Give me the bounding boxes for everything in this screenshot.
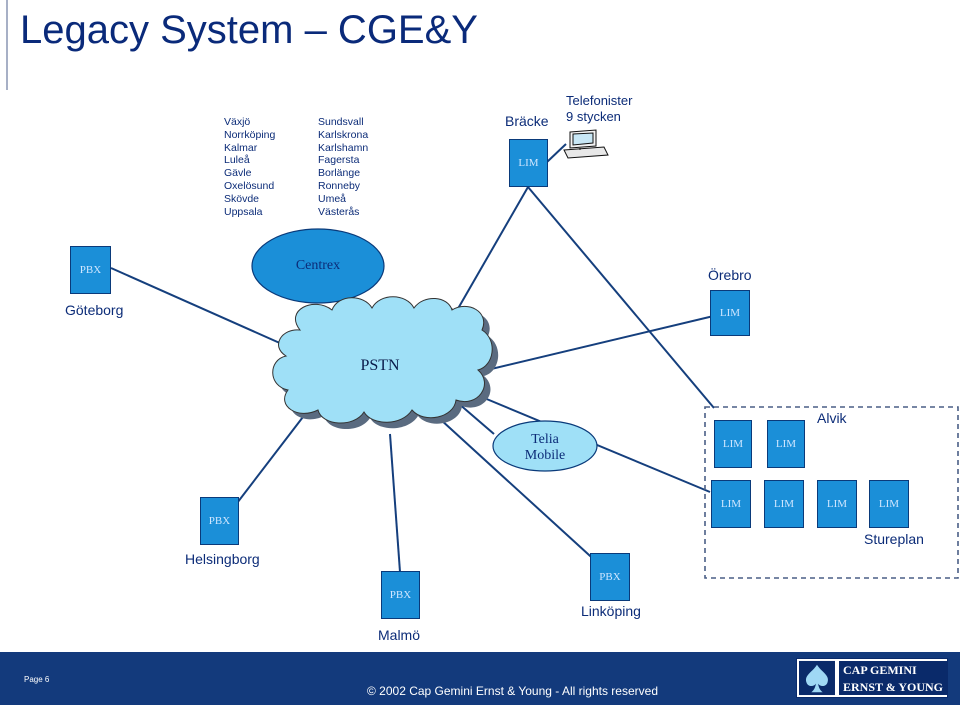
- linkoping-pbx-box: PBX: [590, 553, 630, 601]
- spade-logo-icon: [799, 660, 835, 696]
- link-pstn-linkoping: [439, 418, 601, 566]
- link-goteborg-pstn: [110, 267, 301, 353]
- orebro-label: Örebro: [708, 267, 752, 283]
- centrex-ellipse: [251, 228, 385, 304]
- bracke-lim-box: LIM: [509, 139, 548, 187]
- city-list-right-item: Karlshamn: [318, 141, 369, 154]
- city-list-left-item: Norrköping: [224, 128, 276, 141]
- link-pstn-malmo: [389, 433, 401, 573]
- pstn-cloud: [272, 296, 493, 424]
- stureplan-label: Stureplan: [864, 531, 924, 547]
- telia-line: Telia: [531, 432, 559, 447]
- stureplan-lim-box-2: LIM: [764, 480, 804, 528]
- link-bracke-pstn: [447, 186, 529, 327]
- orebro-lim-box: LIM: [710, 290, 750, 336]
- malmo-pbx-box: PBX: [381, 571, 420, 619]
- stureplan-lim-box-4: LIM: [869, 480, 909, 528]
- city-list-left-item: Oxelösund: [224, 179, 275, 192]
- helsingborg-label: Helsingborg: [185, 551, 260, 567]
- helsingborg-pbx-box: PBX: [200, 497, 239, 545]
- title-divider: [6, 0, 8, 90]
- city-list-left-item: Växjö: [224, 116, 251, 128]
- city-list-right-item: Borlänge: [318, 167, 361, 180]
- bracke-label: Bräcke: [505, 113, 549, 129]
- city-list-left-item: Kalmar: [224, 141, 258, 154]
- city-list-right-item: Sundsvall: [318, 116, 364, 128]
- link-bracke-alvik: [527, 186, 715, 409]
- link-bracke-telefonister: [546, 143, 567, 163]
- mobile-line: Mobile: [524, 448, 566, 463]
- alvik-label: Alvik: [817, 410, 847, 426]
- copyright-text: © 2002 Cap Gemini Ernst & Young - All ri…: [367, 684, 658, 698]
- telefonister-line1: Telefonister: [566, 93, 633, 108]
- logo-wordmark: CAP GEMINI ERNST & YOUNG: [838, 661, 947, 695]
- city-list-right-item: Karlskrona: [318, 128, 369, 141]
- city-list-left-item: Uppsala: [224, 205, 263, 218]
- pstn-label: PSTN: [360, 357, 400, 374]
- telia-mobile-label: Telia Mobile: [495, 432, 595, 464]
- logo-line-2: ERNST & YOUNG: [842, 680, 943, 694]
- malmo-label: Malmö: [378, 627, 421, 643]
- page-number: Page 6: [24, 675, 50, 684]
- logo-line-1: CAP GEMINI: [842, 663, 917, 677]
- telefonister-label: Telefonister 9 stycken: [566, 93, 632, 125]
- city-list-left-item: Gävle: [224, 167, 252, 180]
- alvik-stureplan-group: [704, 406, 959, 579]
- link-pstn-helsingborg: [233, 412, 307, 508]
- page-title: Legacy System – CGE&Y: [20, 8, 478, 52]
- stureplan-lim-box-1: LIM: [711, 480, 751, 528]
- link-orebro-pstn: [486, 313, 723, 371]
- city-list-right-item: Ronneby: [318, 179, 361, 192]
- centrex-label: Centrex: [295, 258, 341, 273]
- alvik-lim-box-1: LIM: [714, 420, 752, 468]
- stureplan-lim-box-3: LIM: [817, 480, 857, 528]
- telia-mobile-ellipse: [492, 420, 598, 472]
- computer-icon: [563, 129, 609, 159]
- linkoping-label: Linköping: [581, 603, 641, 619]
- city-list-right-item: Fagersta: [318, 154, 360, 167]
- city-list-right-item: Umeå: [318, 192, 347, 205]
- city-list-right-item: Västerås: [318, 205, 360, 218]
- telefonister-line2: 9 stycken: [566, 109, 621, 124]
- alvik-lim-box-2: LIM: [767, 420, 805, 468]
- cap-gemini-logo: CAP GEMINI ERNST & YOUNG: [796, 658, 948, 698]
- city-list-left-item: Skövde: [224, 192, 260, 205]
- goteborg-label: Göteborg: [65, 302, 124, 318]
- goteborg-pbx-box: PBX: [70, 246, 111, 294]
- city-list-left-item: Luleå: [224, 154, 250, 167]
- link-pstn-telia: [457, 402, 495, 435]
